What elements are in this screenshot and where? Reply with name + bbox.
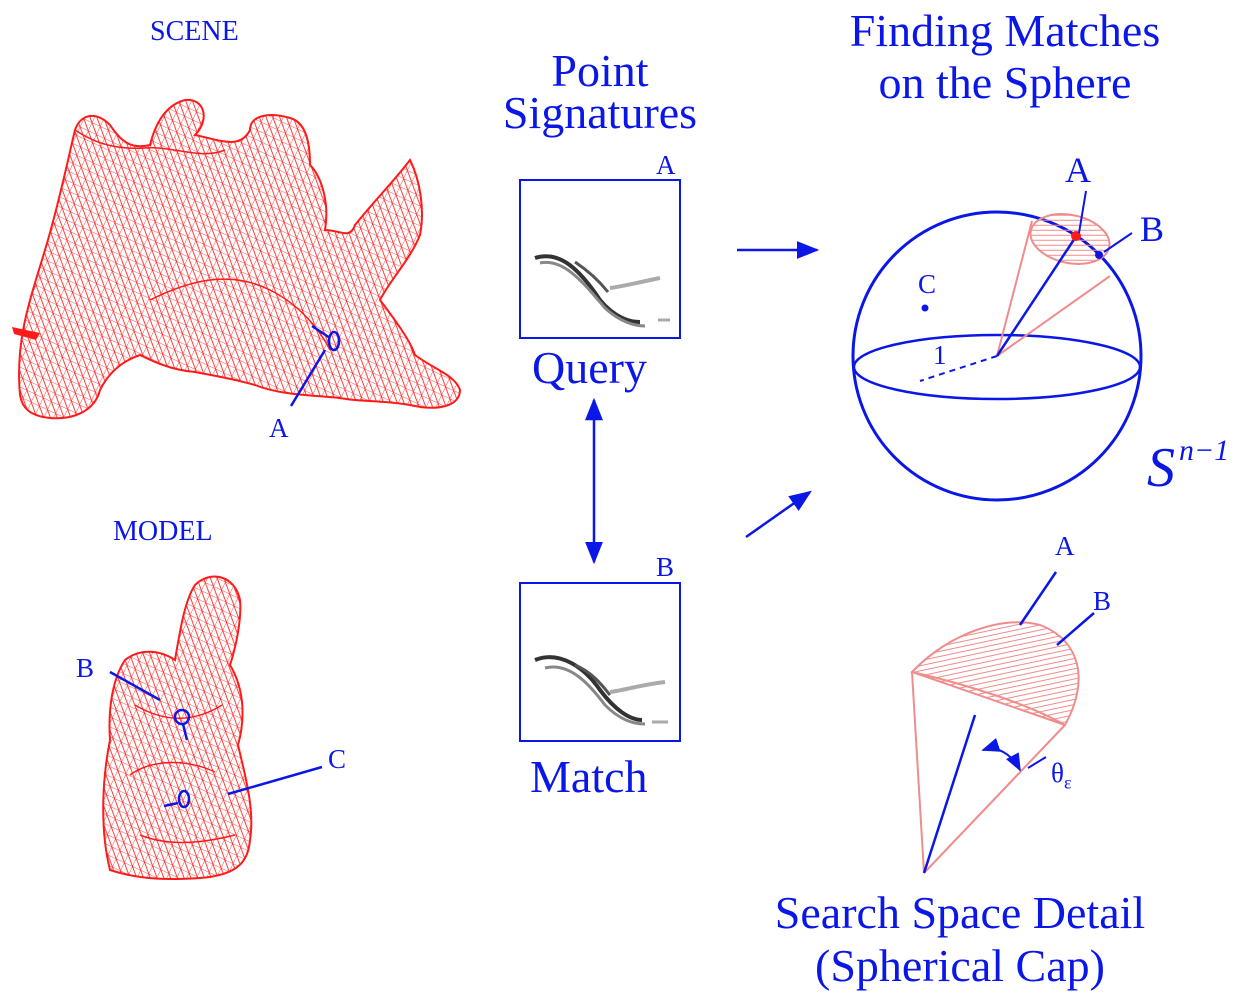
model-title: MODEL [113,518,213,546]
finding-matches-title-line1: Finding Matches [790,8,1220,54]
spherical-cap-detail [912,572,1094,873]
point-signatures-title-line2: Signatures [450,90,750,136]
model-mesh [103,577,251,879]
scene-title: SCENE [150,18,239,46]
sphere-space-base: S [1147,437,1175,499]
model-label-b: B [76,655,94,682]
query-tag-a: A [656,152,676,179]
scene-label-a: A [269,415,289,442]
sphere-space-exponent: n−1 [1179,434,1229,467]
search-space-title-line2: (Spherical Cap) [700,943,1220,989]
sphere-label-b: B [1140,211,1164,247]
sphere-label-c: C [918,271,936,298]
cap-theta-label: θε [1051,760,1072,791]
finding-matches-title-line2: on the Sphere [790,60,1220,106]
sphere-label-a: A [1065,152,1091,188]
cap-theta-subscript: ε [1064,772,1072,792]
search-space-title-line1: Search Space Detail [700,890,1220,936]
query-signature-image [520,180,680,338]
query-label: Query [532,345,647,391]
sphere-radius-label: 1 [933,342,947,369]
match-to-sphere-arrow [746,492,810,537]
match-tag-b: B [656,554,674,581]
cap-label-b: B [1093,588,1111,615]
cap-theta-symbol: θ [1051,758,1064,788]
match-label: Match [530,754,648,800]
scene-mesh [12,100,460,418]
cap-label-a: A [1055,533,1075,560]
model-label-c: C [328,746,346,773]
match-signature-image [520,583,680,741]
